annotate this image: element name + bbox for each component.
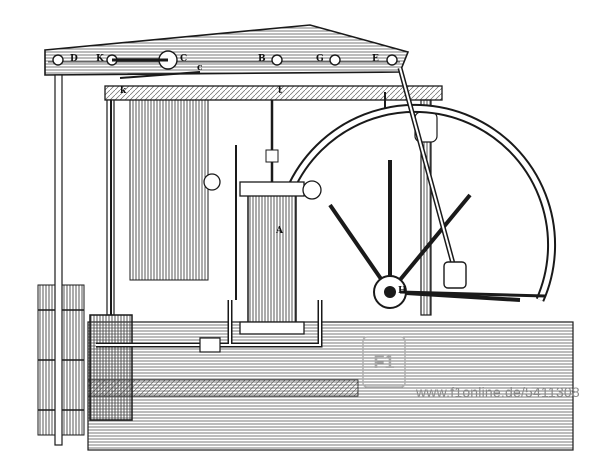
watermark-url: www.f1online.de/5411308: [416, 384, 580, 400]
label-c-upper: C: [180, 54, 188, 64]
label-h: H: [398, 286, 407, 296]
entablature: [104, 85, 443, 101]
air-pump: [89, 314, 133, 421]
label-a: A: [276, 226, 283, 236]
label-b: B: [258, 54, 266, 64]
column-left: [54, 74, 63, 446]
label-g: G: [316, 54, 324, 64]
cylinder: [247, 189, 297, 331]
label-k-upper: K: [96, 54, 104, 64]
label-k-lower: k: [120, 86, 127, 96]
flywheel: [285, 103, 557, 302]
logo-text: F1: [373, 352, 394, 372]
walking-beam: [44, 24, 410, 76]
label-t: t: [278, 86, 283, 96]
f1online-logo: F1: [362, 336, 406, 388]
crank: [443, 261, 467, 289]
foundation-strip: [87, 379, 359, 397]
throttle-valve: [302, 180, 322, 200]
governor-valve: [203, 173, 221, 191]
label-d: D: [70, 54, 78, 64]
label-c-lower: c: [197, 63, 203, 73]
column-right: [420, 99, 432, 316]
masonry-block-left: [129, 99, 209, 281]
label-e: E: [372, 54, 379, 64]
